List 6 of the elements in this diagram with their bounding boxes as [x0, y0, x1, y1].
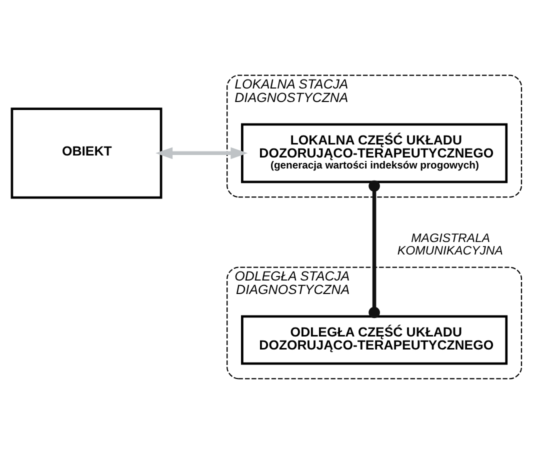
edge-label: MAGISTRALA KOMUNIKACYJNA	[397, 231, 503, 258]
arrow	[156, 147, 248, 160]
node-box: LOKALNA CZĘŚĆ UKŁADU DOZORUJĄCO-TERAPEUTYCZNEGO (generacja wartości indeksów progowych)	[241, 123, 508, 184]
node-box: ODLEGŁA CZĘŚĆ UKŁADU DOZORUJĄCO-TERAPEUTYCZNEGO	[241, 315, 508, 365]
node-box: OBIEKT	[10, 108, 162, 199]
connector	[368, 180, 380, 318]
